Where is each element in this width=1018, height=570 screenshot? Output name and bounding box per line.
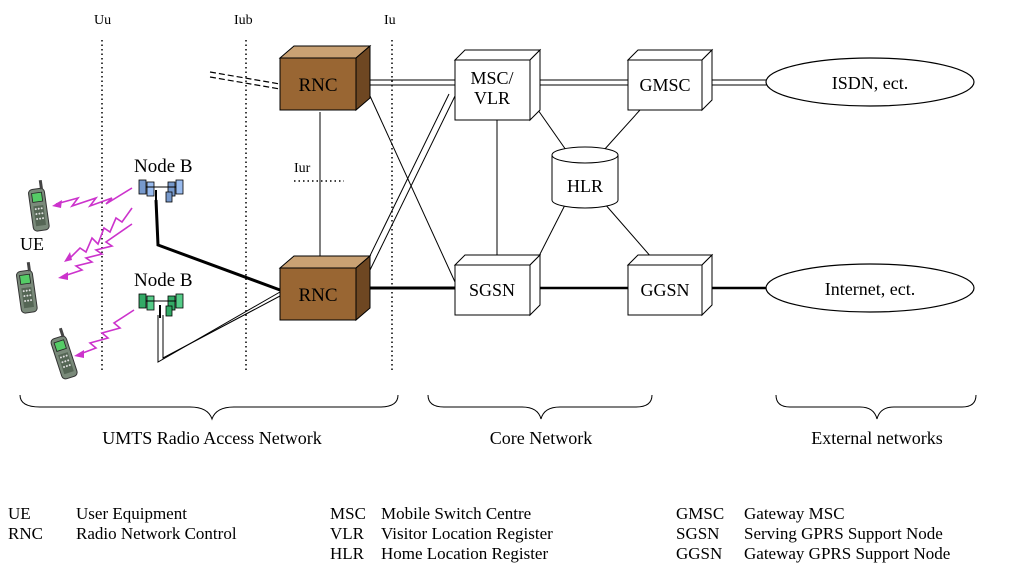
legend-text: Visitor Location Register — [381, 524, 553, 543]
legend-item-msc: MSC Mobile Switch Centre — [330, 504, 531, 524]
gmsc-label: GMSC — [639, 75, 690, 95]
legend-abbr: HLR — [330, 544, 364, 563]
legend-abbr: RNC — [8, 524, 43, 543]
rnc-bottom-label: RNC — [298, 285, 337, 306]
legend-abbr: SGSN — [676, 524, 720, 543]
rnc-external-dashed-link-2 — [209, 76, 281, 90]
hlr-ggsn-link — [603, 202, 653, 259]
sgsn-box: SGSN — [453, 253, 542, 317]
radio-link-4 — [79, 309, 135, 355]
radio-link-1 — [55, 187, 133, 208]
legend-abbr: VLR — [330, 524, 364, 543]
msc-label: MSC/ — [470, 68, 513, 88]
isdn-label: ISDN, ect. — [832, 73, 908, 93]
iub-label: Iub — [234, 13, 253, 28]
rnc-bottom-msc-link-a — [369, 95, 456, 271]
utran-brace — [19, 394, 399, 421]
legend-text: Home Location Register — [381, 544, 549, 563]
legend-item-rnc: RNC Radio Network Control — [8, 524, 237, 544]
isdn-network: ISDN, ect. — [765, 57, 975, 107]
radio-arrowheads — [52, 200, 84, 358]
core-brace — [427, 394, 653, 420]
ue-phone-3 — [47, 326, 79, 381]
legend-item-ggsn: GGSN Gateway GPRS Support Node — [676, 544, 950, 564]
uu-label: Uu — [94, 13, 111, 28]
internet-network: Internet, ect. — [765, 263, 975, 313]
ue-label: UE — [20, 234, 44, 254]
legend-item-hlr: HLR Home Location Register — [330, 544, 548, 564]
rnc-external-dashed-link — [209, 71, 281, 85]
rnc-bottom-box: RNC — [278, 254, 372, 322]
external-brace — [775, 394, 977, 420]
node-b-bottom-label: Node B — [134, 270, 193, 291]
legend-abbr: GMSC — [676, 504, 725, 523]
legend-text: Gateway GPRS Support Node — [744, 544, 951, 563]
hlr-sgsn-link — [537, 202, 567, 259]
msc-hlr-link — [537, 109, 567, 151]
radio-link-3 — [63, 223, 133, 277]
node-b-top-label: Node B — [134, 156, 193, 177]
ggsn-box: GGSN — [626, 253, 714, 317]
legend-text: Mobile Switch Centre — [381, 504, 532, 523]
legend-text: Radio Network Control — [76, 524, 237, 543]
rnc-top-box: RNC — [278, 44, 372, 112]
sgsn-label: SGSN — [469, 280, 515, 300]
legend-item-ue: UE User Equipment — [8, 504, 187, 524]
gmsc-box: GMSC — [626, 48, 714, 112]
node-b-top-antenna — [138, 179, 184, 205]
rnc-top-sgsn-link — [369, 95, 456, 283]
ggsn-label: GGSN — [640, 280, 689, 300]
ue-phone-2 — [14, 261, 39, 315]
ue-phone-1 — [26, 179, 51, 233]
hlr-label: HLR — [567, 176, 603, 196]
nodeb-top-rnc-link — [154, 199, 281, 292]
utran-label: UMTS Radio Access Network — [102, 428, 321, 448]
hlr-cylinder: HLR — [551, 146, 619, 209]
rnc-top-label: RNC — [298, 75, 337, 96]
rnc-bottom-msc-link-b — [363, 93, 450, 269]
radio-link-2 — [69, 207, 133, 259]
radio-links — [55, 187, 135, 355]
gmsc-hlr-link — [603, 109, 641, 151]
node-b-bottom-antenna — [138, 293, 184, 318]
external-label: External networks — [811, 428, 942, 448]
msc-vlr-box: MSC/ VLR — [453, 48, 542, 122]
legend-abbr: UE — [8, 504, 31, 523]
core-label: Core Network — [490, 428, 592, 448]
legend-item-gmsc: GMSC Gateway MSC — [676, 504, 845, 524]
legend-text: Serving GPRS Support Node — [744, 524, 943, 543]
nodeb-bottom-rnc-link-2 — [162, 295, 281, 359]
legend-abbr: MSC — [330, 504, 366, 523]
legend-text: User Equipment — [76, 504, 187, 523]
internet-label: Internet, ect. — [825, 279, 915, 299]
iur-label: Iur — [294, 161, 311, 176]
iu-label: Iu — [384, 13, 396, 28]
vlr-label: VLR — [474, 88, 510, 108]
nodeb-bottom-rnc-link — [157, 291, 281, 363]
legend-text: Gateway MSC — [744, 504, 845, 523]
legend-item-sgsn: SGSN Serving GPRS Support Node — [676, 524, 943, 544]
legend-abbr: GGSN — [676, 544, 723, 563]
legend-item-vlr: VLR Visitor Location Register — [330, 524, 553, 544]
